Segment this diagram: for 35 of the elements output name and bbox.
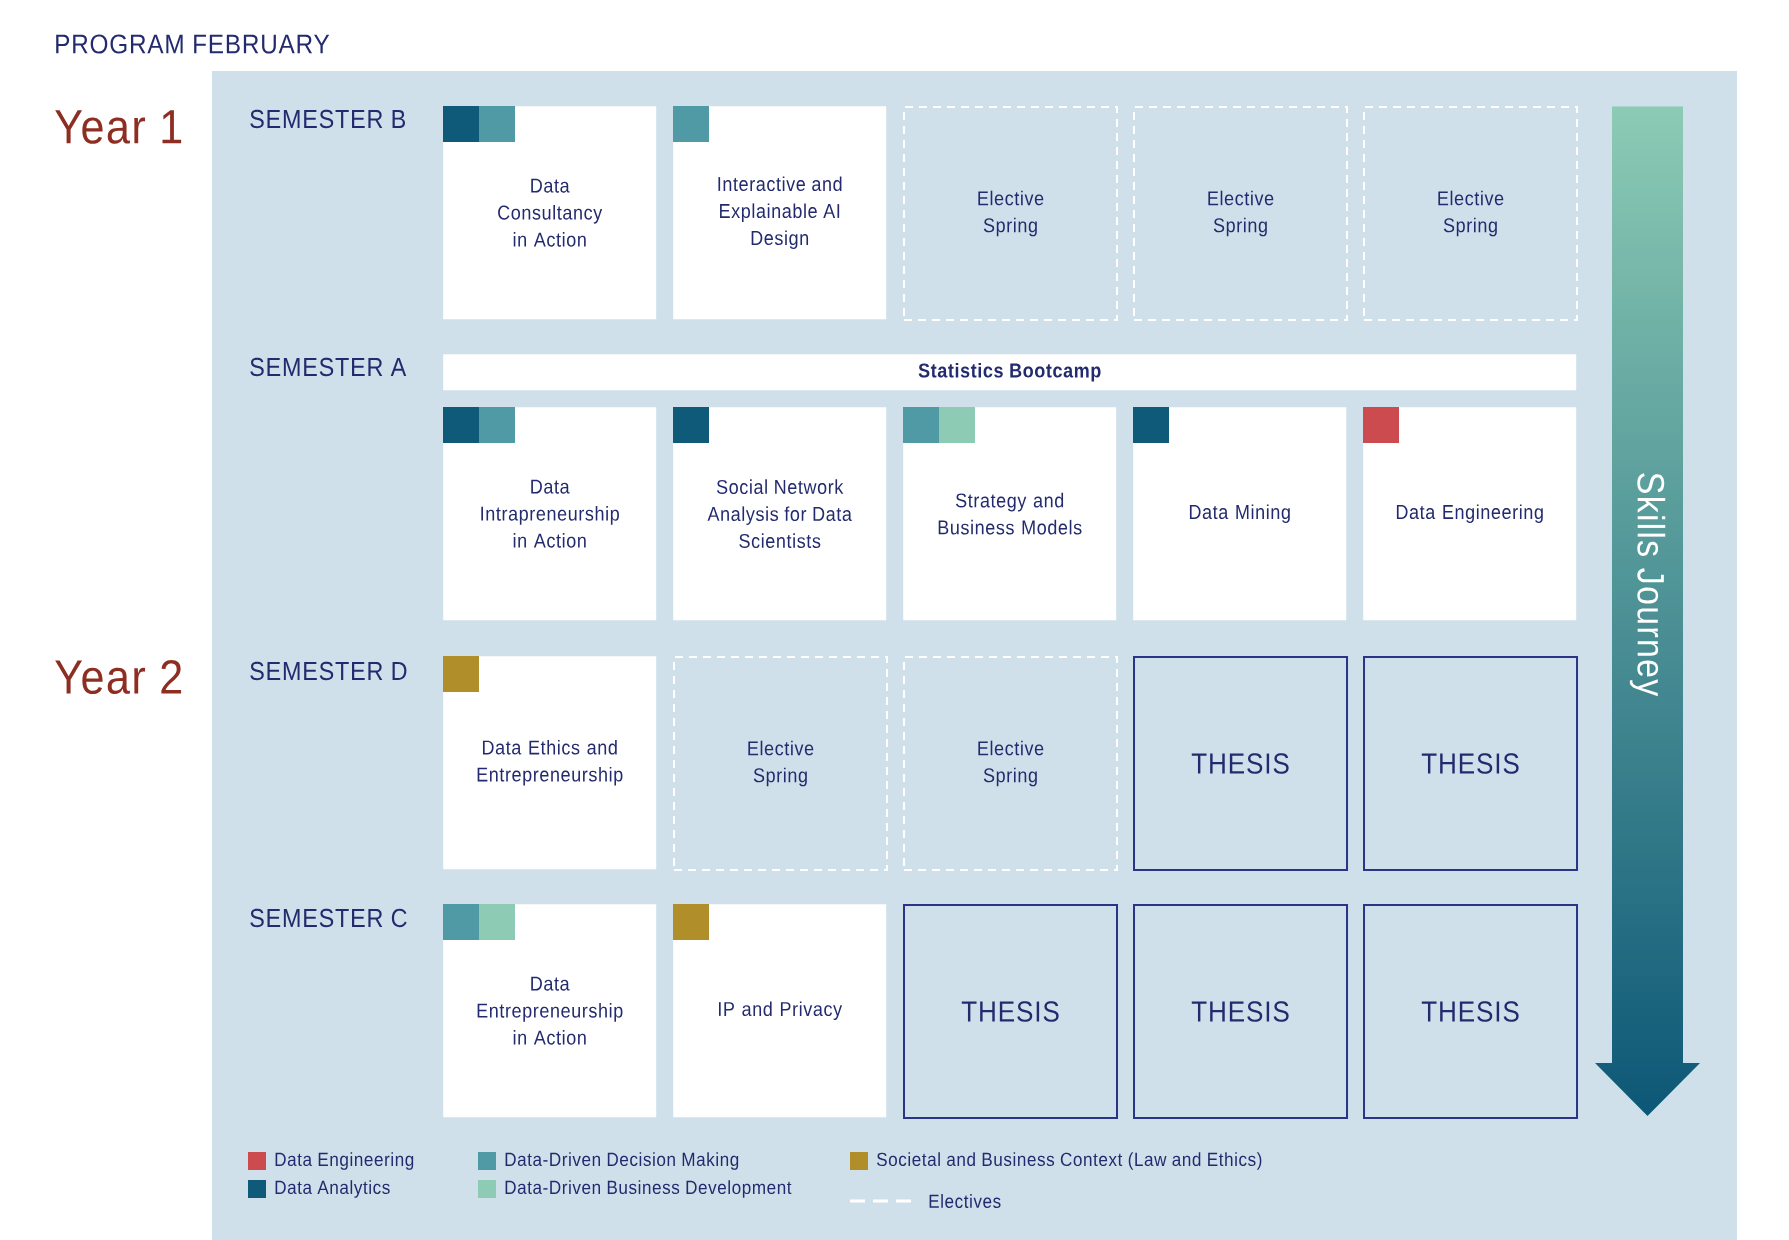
title: PROGRAM FEBRUARY bbox=[56, 34, 330, 54]
course-box: Data Ethics and Entrepreneurship bbox=[443, 656, 657, 870]
elective-box: Elective Spring bbox=[903, 656, 1118, 871]
semester-heading: SEMESTER C bbox=[250, 908, 407, 928]
year-heading: Year 2 bbox=[55, 660, 182, 694]
thesis-box: THESIS bbox=[903, 904, 1118, 1119]
course-box: Data Entrepreneurship in Action bbox=[443, 904, 657, 1118]
semester-heading: SEMESTER A bbox=[250, 357, 407, 377]
thesis-box: THESIS bbox=[1133, 904, 1348, 1119]
semester-heading: SEMESTER D bbox=[250, 661, 407, 681]
course-box: Interactive and Explainable AI Design bbox=[673, 106, 887, 320]
thesis-box: THESIS bbox=[1363, 656, 1578, 871]
course-box: Data Mining bbox=[1133, 407, 1347, 621]
semester-heading: SEMESTER B bbox=[250, 109, 405, 129]
legend-label: Societal and Business Context (Law and Ethics) bbox=[877, 1152, 1262, 1170]
elective-box: Elective Spring bbox=[1133, 106, 1348, 321]
legend-label: Data-Driven Business Development bbox=[505, 1180, 792, 1198]
legend-label: Electives bbox=[929, 1194, 1001, 1208]
course-box: Strategy and Business Models bbox=[903, 407, 1117, 621]
course-box: IP and Privacy bbox=[673, 904, 887, 1118]
skills-arrow: Skills Journey bbox=[1629, 473, 1666, 697]
course-box: Social Network Analysis for Data Scientists bbox=[673, 407, 887, 621]
legend-label: Data-Driven Decision Making bbox=[505, 1152, 739, 1170]
elective-box: Elective Spring bbox=[673, 656, 888, 871]
course-box: Data Engineering bbox=[1363, 407, 1577, 621]
elective-box: Elective Spring bbox=[1363, 106, 1578, 321]
year-heading: Year 1 bbox=[55, 110, 182, 144]
thesis-box: THESIS bbox=[1133, 656, 1348, 871]
elective-box: Elective Spring bbox=[903, 106, 1118, 321]
legend-label: Data Engineering bbox=[275, 1152, 414, 1170]
course-box: Data Consultancy in Action bbox=[443, 106, 657, 320]
legend-label: Data Analytics bbox=[275, 1180, 390, 1198]
course-box: Data Intrapreneurship in Action bbox=[443, 407, 657, 621]
thesis-box: THESIS bbox=[1363, 904, 1578, 1119]
course-bar: Statistics Bootcamp bbox=[443, 354, 1577, 391]
